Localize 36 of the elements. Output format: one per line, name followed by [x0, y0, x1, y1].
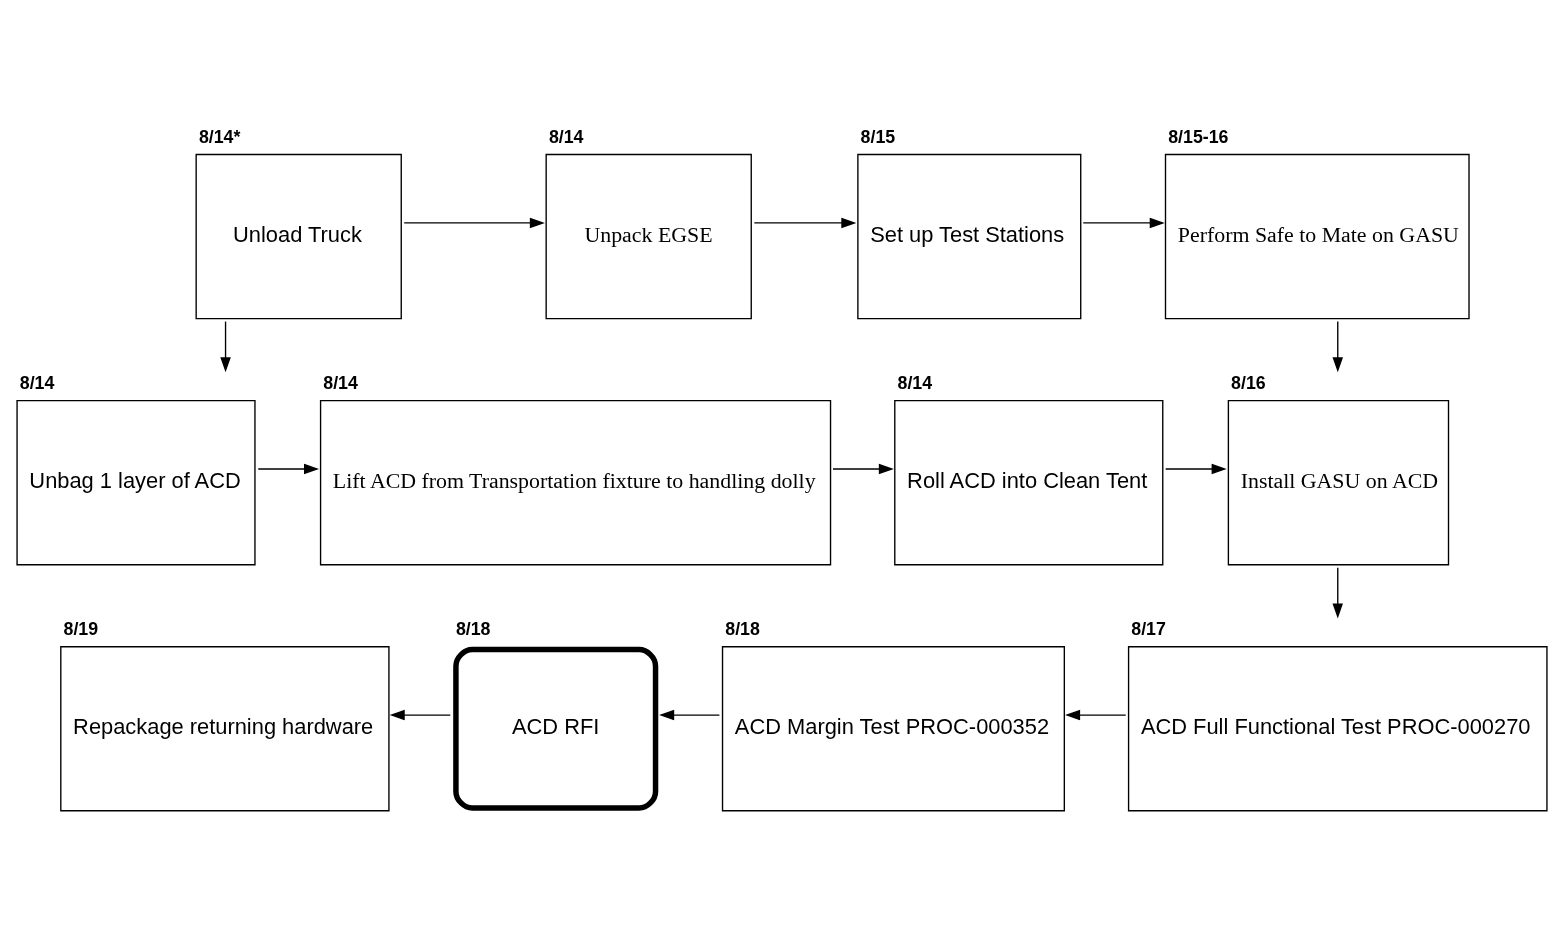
- arrow: [403, 217, 545, 228]
- node-label: 8/14: [548, 126, 584, 147]
- node-label: 8/19: [63, 618, 99, 639]
- node-box: Roll ACD into Clean Tent: [894, 399, 1164, 565]
- node-label: 8/18: [455, 618, 491, 639]
- node-box: Unload Truck: [195, 153, 402, 319]
- node-label: 8/14: [323, 372, 358, 393]
- node-box: Unbag 1 layer of ACD: [16, 399, 256, 565]
- arrow: [1082, 217, 1165, 228]
- node-box: ACD Full Functional Test PROC-000270: [1127, 645, 1548, 811]
- node-label: 8/16: [1231, 372, 1266, 393]
- node-label: 8/14*: [198, 126, 241, 147]
- arrow: [832, 463, 894, 474]
- node-box: Lift ACD from Transportation fixture to handling dolly: [319, 399, 832, 565]
- node-label: 8/17: [1131, 618, 1166, 639]
- arrow: [1332, 320, 1344, 372]
- node-label: 8/14: [19, 372, 55, 393]
- node-box: ACD RFI: [453, 646, 659, 811]
- arrow: [220, 320, 231, 372]
- node-box: ACD Margin Test PROC-000352: [721, 645, 1065, 811]
- node-label: 8/15-16: [1168, 126, 1229, 147]
- node-label: 8/18: [725, 618, 760, 639]
- arrow: [257, 463, 320, 474]
- node-label: 8/14: [897, 372, 933, 393]
- node-box: Install GASU on ACD: [1227, 399, 1450, 565]
- arrow: [753, 217, 857, 228]
- arrow: [1332, 566, 1344, 618]
- arrow: [1164, 463, 1227, 474]
- node-box: Repackage returning hardware: [60, 645, 390, 811]
- arrow: [1065, 709, 1127, 720]
- node-box: Perform Safe to Mate on GASU: [1164, 153, 1470, 319]
- node-box: Set up Test Stations: [857, 153, 1082, 319]
- node-box: Unpack EGSE: [545, 153, 752, 319]
- arrow: [389, 709, 451, 720]
- node-label: 8/15: [860, 126, 896, 147]
- arrow: [659, 709, 721, 720]
